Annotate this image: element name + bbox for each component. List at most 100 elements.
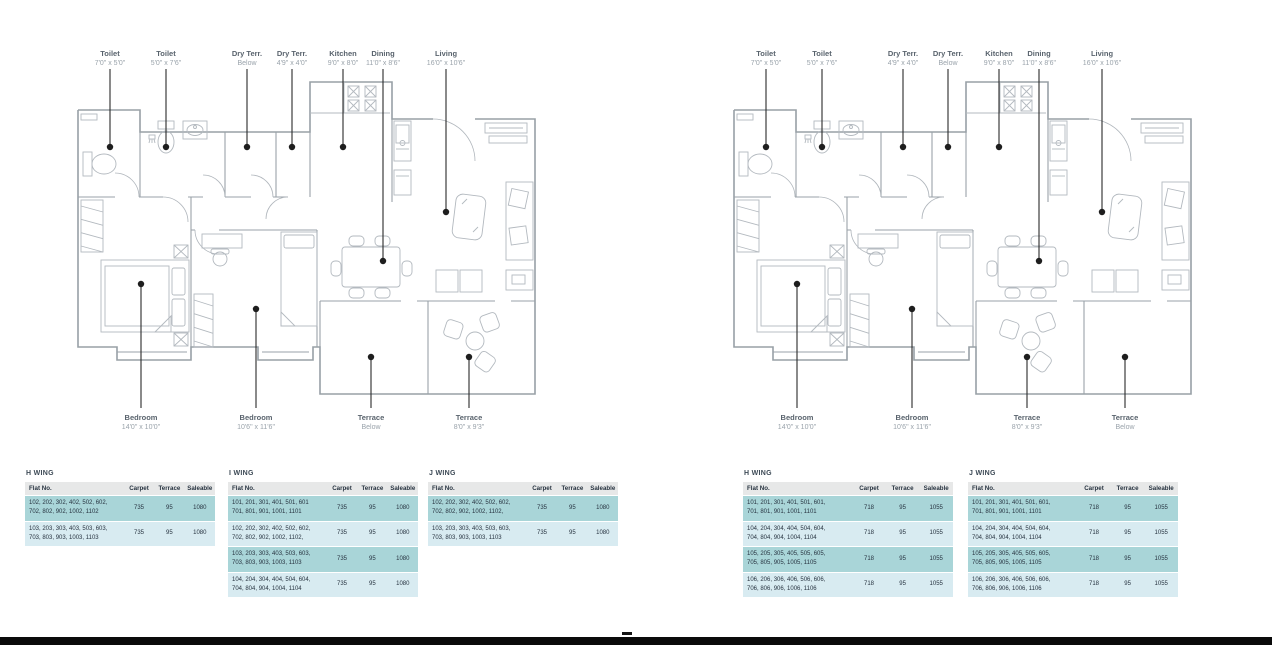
terrace-cell: 95: [885, 521, 920, 548]
room-label: Dining: [1027, 49, 1051, 58]
callout-dot: [793, 280, 801, 288]
page-tick: [622, 632, 632, 635]
saleable-cell: 1080: [587, 521, 618, 548]
col-flat-no: Flat No.: [428, 482, 527, 496]
table-row: 104, 204, 304, 404, 504, 604, 704, 804, …: [228, 572, 418, 599]
room-label: Living: [435, 49, 458, 58]
wing-block: H WING Flat No. Carpet Terrace Saleable …: [743, 470, 953, 599]
room-dims: 9'0" x 8'0": [328, 60, 359, 67]
room-label: Terrace: [358, 413, 385, 422]
terrace-cell: 95: [357, 496, 388, 522]
callout-dot: [137, 280, 145, 288]
room-label: Bedroom: [125, 413, 158, 422]
callout-dot: [818, 143, 826, 151]
wing-block: J WING Flat No. Carpet Terrace Saleable …: [968, 470, 1178, 599]
saleable-cell: 1080: [387, 572, 418, 599]
room-label: Bedroom: [240, 413, 273, 422]
saleable-cell: 1080: [184, 521, 215, 548]
saleable-cell: 1080: [184, 496, 215, 522]
room-label: Toilet: [100, 49, 120, 58]
wing-title: J WING: [969, 470, 996, 477]
room-dims: 10'6" x 11'6": [893, 424, 931, 431]
carpet-cell: 718: [852, 572, 886, 599]
callout-dot: [908, 305, 916, 313]
col-flat-no: Flat No.: [968, 482, 1078, 496]
wing-title: H WING: [744, 470, 772, 477]
terrace-cell: 95: [1110, 547, 1145, 573]
saleable-cell: 1055: [919, 496, 953, 522]
table-row: 101, 201, 301, 401, 501, 601 701, 801, 9…: [228, 496, 418, 522]
table-row: 103, 203, 303, 403, 503, 603, 703, 803, …: [25, 521, 215, 548]
callout-dot: [252, 305, 260, 313]
room-dims: 10'6" x 11'6": [237, 424, 275, 431]
flat-numbers-cell: 104, 204, 304, 404, 504, 604, 704, 804, …: [228, 572, 327, 599]
callout-dot: [162, 143, 170, 151]
callout-dot: [106, 143, 114, 151]
callout-dot: [1098, 208, 1106, 216]
saleable-cell: 1055: [1144, 572, 1178, 599]
saleable-cell: 1080: [387, 521, 418, 548]
room-dims: 4'9" x 4'0": [277, 60, 308, 67]
carpet-cell: 735: [326, 521, 358, 548]
terrace-cell: 95: [885, 572, 920, 599]
table-header-row: Flat No. Carpet Terrace Saleable: [228, 482, 418, 496]
wing-block: I WING Flat No. Carpet Terrace Saleable …: [228, 470, 418, 599]
table-header-row: Flat No. Carpet Terrace Saleable: [743, 482, 953, 496]
carpet-cell: 735: [326, 572, 358, 599]
terrace-cell: 95: [357, 572, 388, 599]
saleable-cell: 1055: [1144, 496, 1178, 522]
room-dims: Below: [1115, 424, 1135, 431]
table-row: 103, 203, 303, 403, 503, 603, 703, 803, …: [428, 521, 618, 548]
callout-dot: [1035, 257, 1043, 265]
room-label: Dining: [371, 49, 395, 58]
callout-dot: [1121, 353, 1129, 361]
terrace-cell: 95: [1110, 572, 1145, 599]
callout-dot: [899, 143, 907, 151]
room-label: Terrace: [1014, 413, 1041, 422]
room-dims: 16'0" x 10'6": [1083, 60, 1122, 67]
room-dims: 4'9" x 4'0": [888, 60, 919, 67]
table-row: 106, 206, 306, 406, 506, 606, 706, 806, …: [743, 572, 953, 599]
area-table: Flat No. Carpet Terrace Saleable 101, 20…: [743, 482, 953, 599]
footer-black-bar: [0, 637, 1272, 645]
area-table: Flat No. Carpet Terrace Saleable 101, 20…: [228, 482, 418, 599]
room-label: Bedroom: [896, 413, 929, 422]
flat-numbers-cell: 103, 203, 303, 403, 503, 603, 703, 803, …: [25, 521, 124, 548]
callout-dot: [944, 143, 952, 151]
terrace-cell: 95: [1110, 521, 1145, 548]
terrace-cell: 95: [154, 496, 185, 522]
terrace-cell: 95: [885, 496, 920, 522]
carpet-cell: 718: [1077, 547, 1111, 573]
room-label: Kitchen: [985, 49, 1013, 58]
flat-numbers-cell: 103, 203, 303, 403, 503, 603, 703, 803, …: [428, 521, 527, 548]
wing-title: I WING: [229, 470, 254, 477]
col-carpet: Carpet: [1077, 482, 1111, 496]
callout-dot: [288, 143, 296, 151]
room-dims: Below: [361, 424, 381, 431]
table-row: 102, 202, 302, 402, 502, 602, 702, 802, …: [25, 496, 215, 522]
table-row: 103, 203, 303, 403, 503, 603, 703, 803, …: [228, 547, 418, 573]
room-dims: 5'0" x 7'6": [151, 60, 182, 67]
area-table: Flat No. Carpet Terrace Saleable 101, 20…: [968, 482, 1178, 599]
flat-numbers-cell: 105, 205, 305, 405, 505, 605, 705, 805, …: [743, 547, 853, 573]
terrace-cell: 95: [357, 521, 388, 548]
room-dims: 7'0" x 5'0": [95, 60, 126, 67]
flat-numbers-cell: 102, 202, 302, 402, 502, 602, 702, 802, …: [25, 496, 124, 522]
area-table: Flat No. Carpet Terrace Saleable 102, 20…: [428, 482, 618, 548]
callout-dot: [762, 143, 770, 151]
room-dims: 8'0" x 9'3": [454, 424, 485, 431]
saleable-cell: 1055: [919, 572, 953, 599]
carpet-cell: 735: [123, 521, 155, 548]
col-carpet: Carpet: [852, 482, 886, 496]
saleable-cell: 1055: [1144, 521, 1178, 548]
callout-dot: [995, 143, 1003, 151]
table-row: 104, 204, 304, 404, 504, 604, 704, 804, …: [743, 521, 953, 548]
col-saleable: Saleable: [919, 482, 953, 496]
col-terrace: Terrace: [154, 482, 185, 496]
terrace-cell: 95: [1110, 496, 1145, 522]
flat-numbers-cell: 101, 201, 301, 401, 501, 601, 701, 801, …: [968, 496, 1078, 522]
